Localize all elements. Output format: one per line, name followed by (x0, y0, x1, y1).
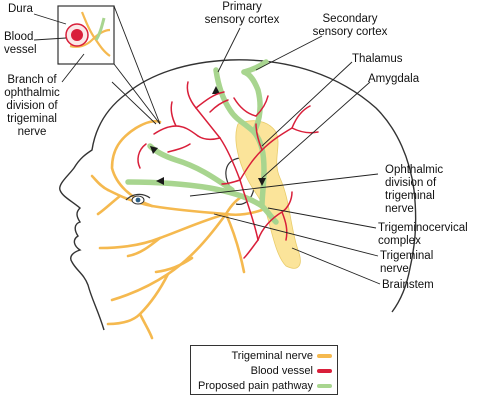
label-secondary-2: sensory cortex (312, 26, 388, 38)
legend-item-trigeminal-nerve: Trigeminal nerve (191, 349, 337, 363)
label-tcc-2: complex (378, 235, 421, 247)
label-ophthalmic-1: Ophthalmic (385, 164, 444, 176)
brainstem-shape (235, 120, 301, 269)
head-outline (59, 59, 417, 331)
legend-item-blood-vessel: Blood vessel (191, 364, 337, 378)
label-ophthalmic-4: nerve (385, 203, 414, 215)
label-primary-1: Primary (222, 1, 262, 13)
legend-swatch-pain-pathway (317, 384, 332, 388)
label-branch-3: division of (6, 100, 58, 112)
legend-label-pain-pathway: Proposed pain pathway (198, 380, 313, 392)
legend-item-pain-pathway: Proposed pain pathway (191, 379, 337, 393)
leader-lines (33, 5, 381, 285)
label-brainstem: Brainstem (382, 279, 434, 291)
legend: Trigeminal nerve Blood vessel Proposed p… (190, 345, 338, 395)
legend-label-trigeminal-nerve: Trigeminal nerve (231, 350, 313, 362)
trigeminal-nerve (90, 119, 264, 340)
inset-box (57, 5, 115, 65)
pain-pathway (125, 59, 279, 225)
label-trigeminal-1: Trigeminal (380, 250, 434, 262)
label-ophthalmic-2: division of (385, 177, 437, 189)
label-ophthalmic-3: trigeminal (385, 190, 435, 202)
label-thalamus: Thalamus (352, 53, 403, 65)
legend-swatch-blood-vessel (317, 369, 332, 373)
label-tcc-1: Trigeminocervical (378, 222, 468, 234)
label-amygdala: Amygdala (368, 73, 420, 85)
label-branch-2: ophthalmic (4, 87, 60, 99)
legend-swatch-trigeminal-nerve (317, 354, 332, 358)
label-branch-5: nerve (17, 126, 47, 138)
legend-label-blood-vessel: Blood vessel (250, 365, 313, 377)
label-dura: Dura (8, 3, 33, 15)
label-primary-2: sensory cortex (204, 14, 280, 26)
label-secondary-1: Secondary (322, 13, 378, 25)
label-trigeminal-2: nerve (380, 263, 409, 275)
pathway-arrows (150, 86, 266, 186)
label-branch-1: Branch of (7, 74, 57, 86)
eye (125, 193, 151, 205)
label-blood-vessel-2: vessel (4, 44, 37, 56)
label-branch-4: trigeminal (7, 113, 57, 125)
blood-vessels (137, 81, 319, 259)
label-blood-vessel-1: Blood (4, 31, 34, 43)
